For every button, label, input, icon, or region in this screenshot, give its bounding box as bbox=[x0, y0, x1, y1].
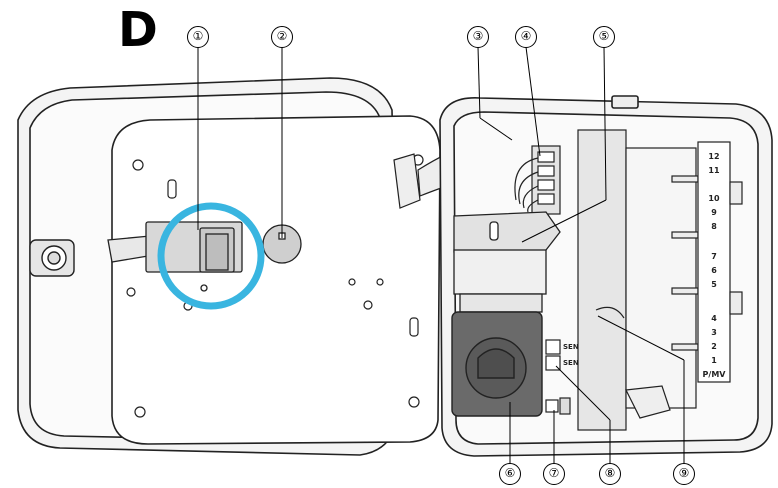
smart-module bbox=[107, 221, 243, 292]
hinge-nut bbox=[29, 239, 75, 277]
power-module bbox=[453, 211, 561, 313]
highlight-ring bbox=[157, 202, 265, 310]
terminal-label: 9 bbox=[711, 208, 717, 217]
callout-4: ④ bbox=[515, 26, 537, 48]
callout-2: ② bbox=[271, 26, 293, 48]
terminal-label: 5 bbox=[711, 280, 717, 289]
transformer bbox=[451, 311, 543, 417]
terminal-label: 6 bbox=[711, 266, 717, 275]
callout-leaders bbox=[197, 46, 685, 470]
terminal-label: 1 bbox=[711, 356, 717, 365]
callout-3: ③ bbox=[467, 26, 489, 48]
panel-letter: D bbox=[118, 2, 158, 58]
callout-6: ⑥ bbox=[499, 463, 521, 485]
terminal-label: 11 bbox=[708, 166, 720, 175]
terminal-label: 2 bbox=[711, 342, 717, 351]
sensor-terminals bbox=[545, 339, 571, 415]
door-panel bbox=[111, 115, 441, 445]
callout-8: ⑧ bbox=[599, 463, 621, 485]
terminal-label: 8 bbox=[711, 222, 717, 231]
terminal-label: 4 bbox=[711, 314, 717, 323]
callout-7: ⑦ bbox=[543, 463, 565, 485]
sensor-label: SEN bbox=[563, 359, 579, 367]
terminal-label: P/MV bbox=[702, 370, 726, 379]
terminal-block bbox=[514, 145, 561, 215]
sensor-label: SEN bbox=[563, 343, 579, 351]
terminal-label: 10 bbox=[708, 194, 720, 203]
terminal-label: 3 bbox=[711, 328, 717, 337]
callout-5: ⑤ bbox=[593, 26, 615, 48]
callout-1: ① bbox=[187, 26, 209, 48]
callout-9: ⑨ bbox=[673, 463, 695, 485]
cabinet-latch bbox=[595, 306, 671, 419]
terminal-label: 7 bbox=[711, 252, 717, 261]
terminal-label: 12 bbox=[708, 152, 720, 161]
module-slots bbox=[577, 129, 743, 431]
